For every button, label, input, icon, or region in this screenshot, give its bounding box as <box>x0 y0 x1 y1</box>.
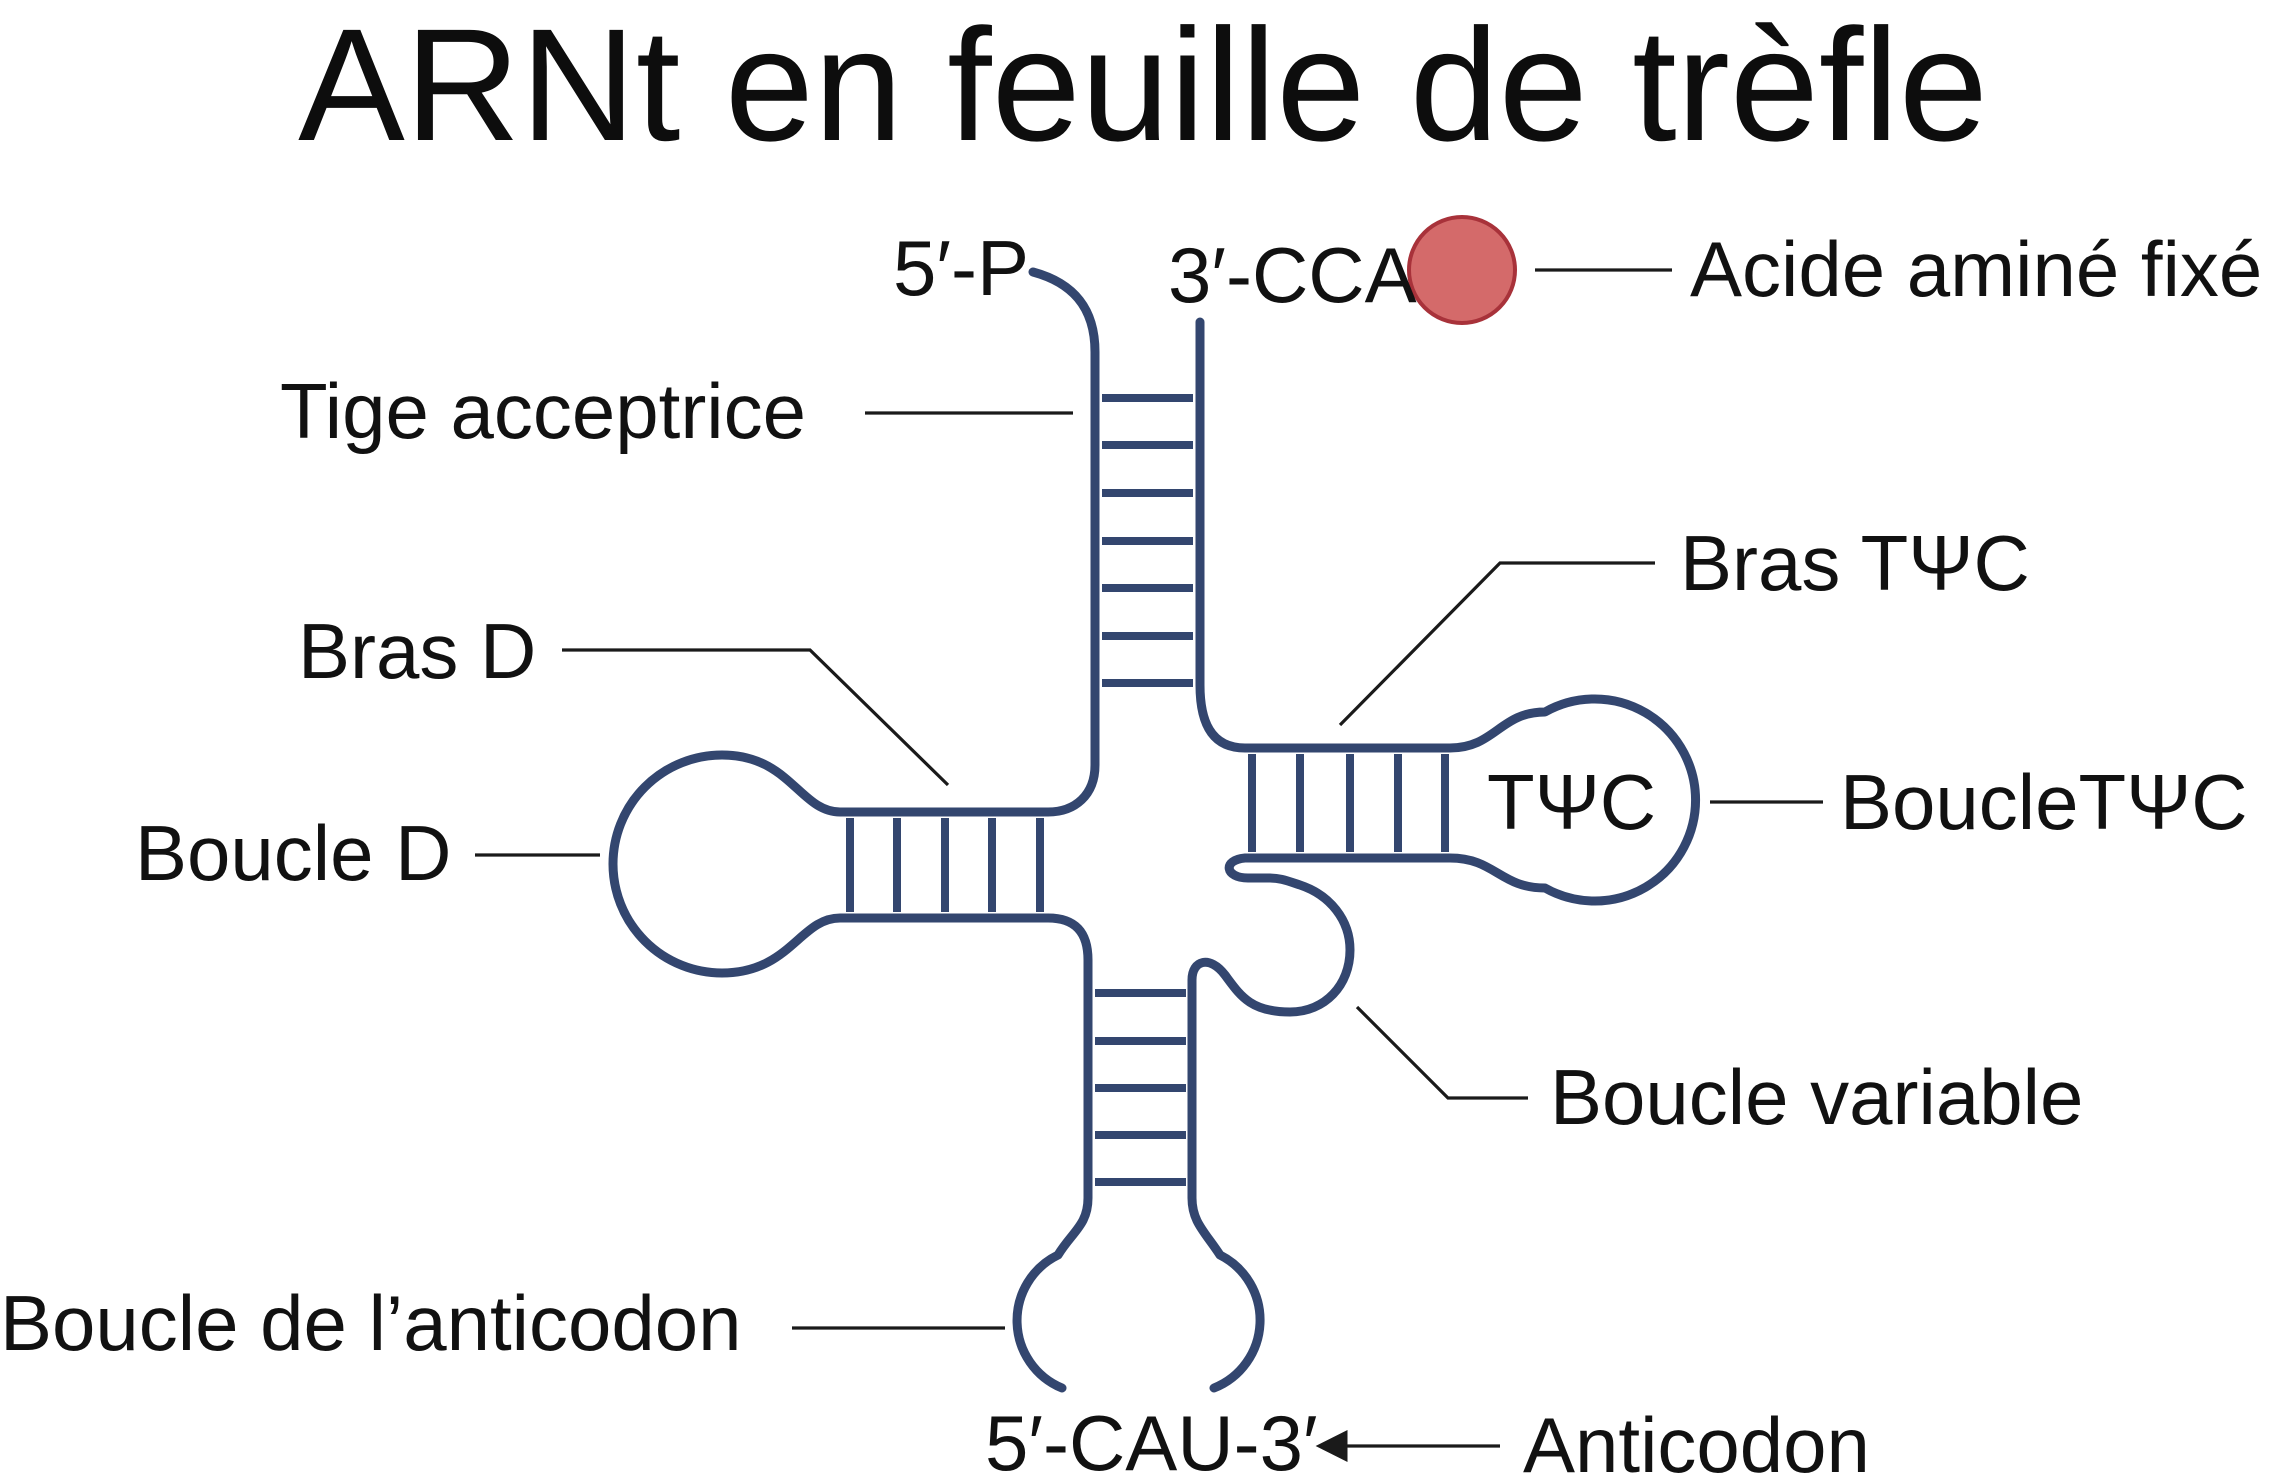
strand-5prime-segment <box>608 267 1100 1393</box>
amino-acid-circle <box>1407 215 1517 325</box>
five-prime-end-label: 5′-P <box>893 224 1029 312</box>
t-stem <box>1248 754 1449 852</box>
anticodon-label: Anticodon <box>1523 1401 1870 1474</box>
variable-loop-label: Boucle variable <box>1550 1053 2083 1141</box>
anticodon-sequence-label: 5′-CAU-3′ <box>985 1399 1318 1474</box>
acceptor-stem-label: Tige acceptrice <box>280 367 806 455</box>
anticodon-loop-label: Boucle de l’anticodon <box>0 1279 742 1367</box>
diagram-title: ARNt en feuille de trèfle <box>298 0 1988 174</box>
anticodon-stem <box>1095 989 1186 1186</box>
t-arm-label: Bras TΨC <box>1680 519 2030 607</box>
d-stem <box>846 818 1044 912</box>
amino-acid-label: Acide aminé fixé <box>1690 225 2262 313</box>
strand-3prime-segment <box>1187 317 1700 1393</box>
d-arm-label: Bras D <box>298 607 536 695</box>
t-arm-leader <box>1338 561 1655 727</box>
rna-strand <box>608 267 1700 1393</box>
d-arm-leader <box>562 648 950 787</box>
three-prime-end-label: 3′-CCA <box>1168 231 1417 319</box>
d-loop-label: Boucle D <box>135 809 452 897</box>
variable-loop-leader <box>1355 1005 1528 1100</box>
t-loop-inner-label: TΨC <box>1487 758 1656 846</box>
t-loop-label: BoucleTΨC <box>1840 758 2248 846</box>
acceptor-stem <box>1102 394 1193 687</box>
